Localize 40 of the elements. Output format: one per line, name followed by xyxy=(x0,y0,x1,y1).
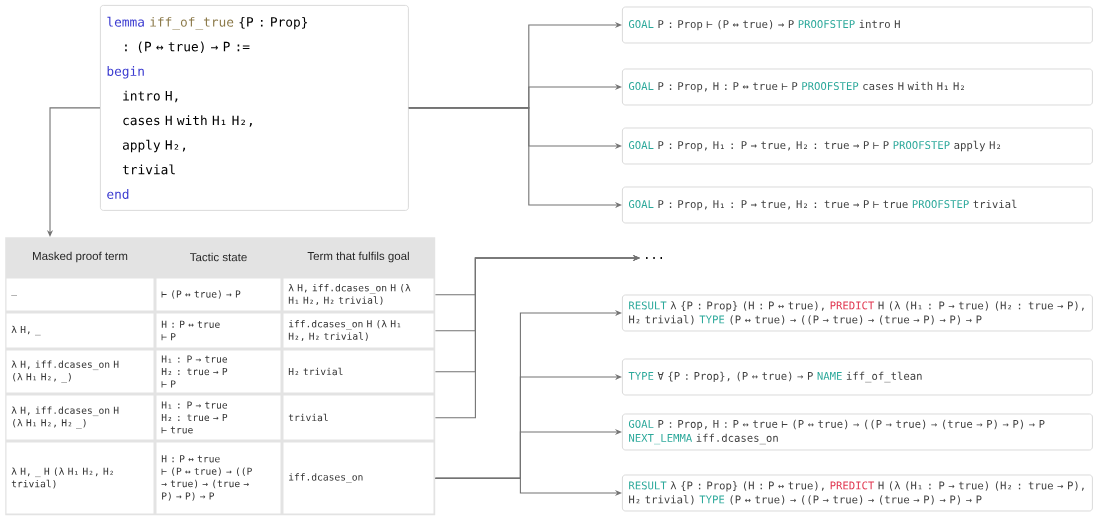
node-label: iff.dcases_on xyxy=(289,473,363,483)
table-row: λ H, iff.dcases_on H (λ H₁ H₂, _) H₁ : P → true H₂ : true → P ⊢ P H₂ trivial xyxy=(6,350,434,393)
text-box: GOAL P : Prop, H₁ : P → true, H₂ : true → P ⊢ true PROOFSTEP trivial xyxy=(622,186,1093,224)
table-row: _ ⊢ (P ↔ true) → P λ H, iff.dcases_on H (λ H₁ H₂, H₂ trivial) xyxy=(6,278,434,311)
table-row: λ H, _ H : P ↔ true ⊢ P iff.dcases_on H (λ H₁ H₂, H₂ trivial) xyxy=(6,313,434,348)
table-row: λ H, iff.dcases_on H (λ H₁ H₂, H₂ _) H₁ : P → true H₂ : true → P ⊢ true trivial xyxy=(6,395,434,440)
node-label: λ H, iff.dcases_on H (λ H₁ H₂, H₂ trivial) xyxy=(288,283,411,306)
node-label: ⊢ P xyxy=(161,380,176,388)
node-label: H₁ : P → true xyxy=(161,401,228,409)
table-row: λ H, _ H (λ H₁ H₂, H₂ trivial) H : P ↔ true ⊢ (P ↔ true) → ((P → true) → (true → P) → P) → P iff.dcases_on xyxy=(6,442,434,514)
node-label: λ H, iff.dcases_on H (λ H₁ H₂, H₂ _) xyxy=(11,406,119,429)
node-label: H₂ : true → P xyxy=(161,368,228,376)
arrow xyxy=(434,254,640,419)
code-box: lemma iff_of_true {P : Prop} : (P ↔ true) → P := begin intro H, cases H with H₁ H₂, apply H₂, trivial end xyxy=(100,5,409,211)
node-label: H₂ trivial xyxy=(288,367,343,376)
node-label: H₁ : P → true xyxy=(161,355,228,363)
column-header: Masked proof term xyxy=(33,251,128,263)
text-box: RESULT λ {P : Prop} (H : P ↔ true), PREDICT H (λ (H₁ : P → true) (H₂ : true → P), H₂ trivial) TYPE (P ↔ true) → ((P → true) → (true → P) → P) → P xyxy=(622,474,1093,512)
text-box: GOAL P : Prop, H₁ : P → true, H₂ : true → P ⊢ P PROOFSTEP apply H₂ xyxy=(622,127,1093,165)
text-box: RESULT λ {P : Prop} (H : P ↔ true), PREDICT H (λ (H₁ : P → true) (H₂ : true → P), H₂ trivial) TYPE (P ↔ true) → ((P → true) → (true → P) → P) → P xyxy=(622,294,1093,332)
column-header: Tactic state xyxy=(190,252,247,262)
node-label: ⊢ (P ↔ true) → P xyxy=(161,290,241,299)
text-box: GOAL P : Prop, H : P ↔ true ⊢ (P ↔ true) → ((P → true) → (true → P) → P) → P NEXT_LEMMA iff.dcases_on xyxy=(622,413,1093,451)
text-box: GOAL P : Prop ⊢ (P ↔ true) → P PROOFSTEP intro H xyxy=(622,6,1093,44)
text-box: GOAL P : Prop, H : P ↔ true ⊢ P PROOFSTEP cases H with H₁ H₂ xyxy=(622,68,1093,106)
node-label: H : P ↔ true xyxy=(161,320,220,328)
node-label: ⊢ (P ↔ true) → ((P → true) → (true → P) → P) → P xyxy=(161,467,252,501)
node-label: iff.dcases_on H (λ H₁ H₂, H₂ trivial) xyxy=(288,319,401,342)
ellipsis-text: ... xyxy=(646,257,662,259)
node-label: λ H, _ H (λ H₁ H₂, H₂ trivial) xyxy=(11,467,113,489)
text-box: TYPE ∀ {P : Prop}, (P ↔ true) → P NAME iff_of_tlean xyxy=(622,358,1093,396)
node-label: ⊢ true xyxy=(161,426,193,434)
node-label: _ xyxy=(11,295,17,296)
node-label: H : P ↔ true xyxy=(161,455,220,463)
node-label: λ H, iff.dcases_on H (λ H₁ H₂, _) xyxy=(11,360,119,383)
node-label: ⊢ P xyxy=(161,333,176,341)
node-label: trivial xyxy=(288,413,328,422)
node-label: H₂ : true → P xyxy=(161,413,228,422)
column-header: Term that fulfils goal xyxy=(307,251,409,263)
node-label: λ H, _ xyxy=(11,325,41,336)
